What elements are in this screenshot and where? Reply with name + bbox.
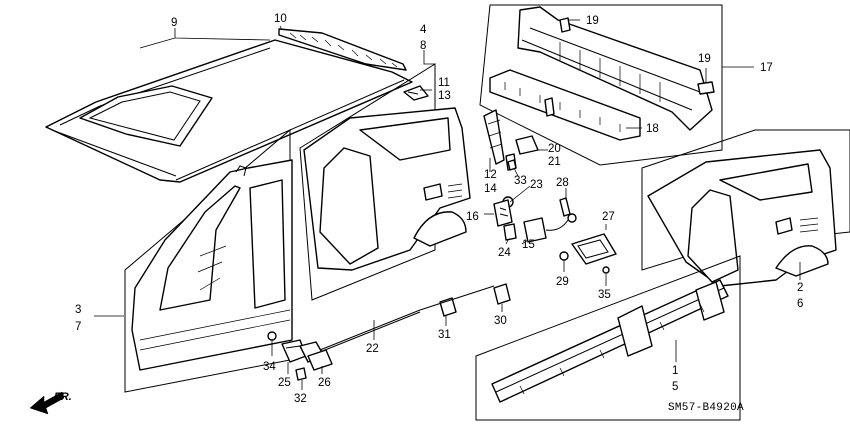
callout-28: 28 bbox=[556, 177, 569, 189]
callout-7: 7 bbox=[75, 321, 81, 333]
quarter-panel-center bbox=[299, 63, 471, 301]
callout-3: 3 bbox=[75, 304, 81, 316]
callout-22: 22 bbox=[366, 343, 379, 355]
callout-13: 13 bbox=[438, 90, 451, 102]
callout-21: 21 bbox=[548, 156, 561, 168]
front-direction-label: FR. bbox=[54, 391, 72, 403]
callout-25: 25 bbox=[278, 377, 291, 389]
callout-20: 20 bbox=[548, 143, 561, 155]
callout-34: 34 bbox=[263, 361, 276, 373]
callout-6: 6 bbox=[797, 298, 803, 310]
callout-8: 8 bbox=[420, 40, 426, 52]
callout-31: 31 bbox=[438, 329, 451, 341]
callout-26: 26 bbox=[318, 377, 331, 389]
callout-14: 14 bbox=[484, 183, 497, 195]
callout-15: 15 bbox=[522, 239, 535, 251]
callout-29: 29 bbox=[556, 276, 569, 288]
leader-lines bbox=[94, 19, 801, 390]
callout-4: 4 bbox=[420, 24, 427, 36]
rear-panel-box bbox=[479, 4, 723, 166]
hinge-parts bbox=[267, 331, 333, 381]
callout-32: 32 bbox=[294, 393, 307, 405]
roof-panel bbox=[45, 39, 413, 183]
side-sill bbox=[475, 255, 741, 421]
callout-18: 18 bbox=[646, 123, 659, 135]
diagram-code: SM57-B4920A bbox=[668, 402, 744, 414]
callout-19-right: 19 bbox=[698, 53, 711, 65]
roof-rail bbox=[278, 28, 407, 71]
callout-5: 5 bbox=[672, 381, 678, 393]
callout-30: 30 bbox=[494, 315, 507, 327]
outer-side-panel-left bbox=[124, 128, 293, 393]
callout-23: 23 bbox=[530, 179, 543, 191]
callout-24: 24 bbox=[498, 247, 511, 259]
front-direction-arrow bbox=[29, 391, 65, 415]
callout-19-top: 19 bbox=[586, 15, 599, 27]
outer-quarter-right bbox=[641, 129, 850, 287]
callout-16: 16 bbox=[466, 211, 479, 223]
callout-10: 10 bbox=[274, 13, 287, 25]
callout-9: 9 bbox=[171, 17, 177, 29]
callout-labels: 9 10 4 8 11 13 19 19 17 18 20 21 12 14 3… bbox=[75, 13, 803, 405]
callout-33: 33 bbox=[514, 175, 527, 187]
callout-2: 2 bbox=[797, 282, 803, 294]
small-components bbox=[319, 159, 617, 353]
callout-27: 27 bbox=[602, 211, 615, 223]
callout-11: 11 bbox=[438, 77, 450, 89]
callout-17: 17 bbox=[760, 62, 773, 74]
callout-12: 12 bbox=[484, 169, 497, 181]
callout-35: 35 bbox=[598, 289, 611, 301]
callout-1: 1 bbox=[672, 365, 678, 377]
